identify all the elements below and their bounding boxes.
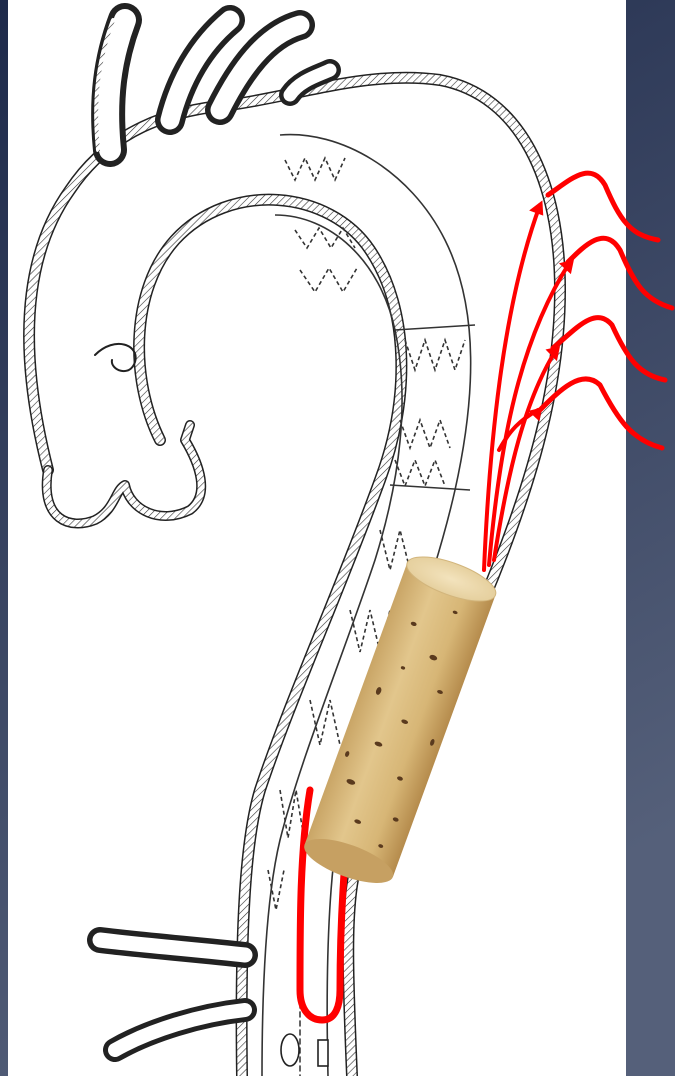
exit-jet-2 bbox=[568, 238, 672, 308]
exit-jet-1 bbox=[548, 173, 658, 240]
exit-jet-3 bbox=[553, 318, 665, 380]
coronary-ostium bbox=[95, 344, 136, 371]
stent-seam-2 bbox=[390, 485, 470, 490]
lower-branches bbox=[100, 940, 328, 1076]
lumen-marker bbox=[318, 1040, 328, 1066]
renal-ostium bbox=[281, 1034, 299, 1066]
stent-seam-1 bbox=[395, 325, 475, 330]
aortic-root bbox=[47, 425, 202, 523]
exit-jet-4 bbox=[540, 379, 662, 448]
